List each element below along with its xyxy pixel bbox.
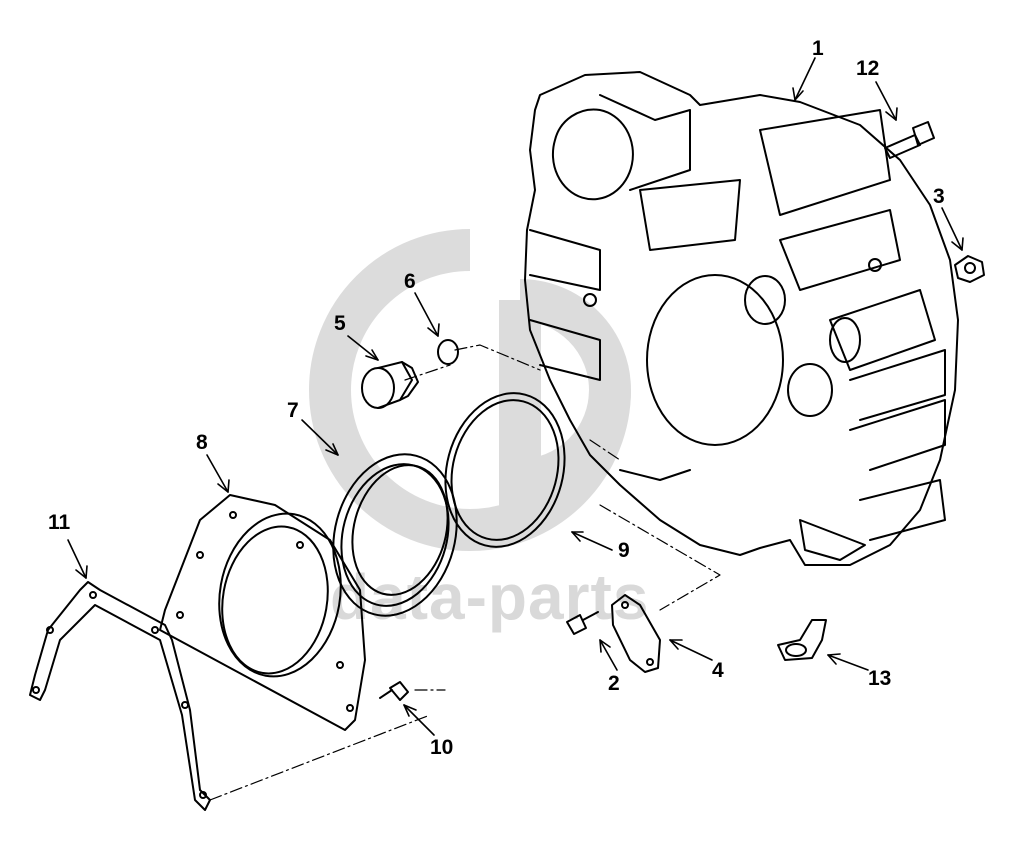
callout-7: 7	[287, 399, 299, 422]
bolt-part-10	[379, 681, 409, 701]
callout-10: 10	[430, 736, 454, 759]
gasket-part-11	[29, 581, 211, 811]
callout-12: 12	[856, 57, 880, 80]
callout-4: 4	[712, 659, 724, 682]
o-ring-part-6	[437, 339, 459, 365]
leader-arrows	[67, 57, 964, 736]
watermark-text: data-parts	[330, 561, 650, 633]
callout-2: 2	[608, 672, 620, 695]
callout-9: 9	[618, 539, 630, 562]
bolt-part-12	[884, 121, 935, 159]
callout-13: 13	[868, 667, 892, 690]
gasket-ring-part-9	[444, 392, 566, 548]
callout-1: 1	[812, 37, 824, 60]
callout-5: 5	[334, 312, 346, 335]
callout-6: 6	[404, 270, 416, 293]
alignment-lines	[209, 344, 721, 801]
callout-8: 8	[196, 431, 208, 454]
callout-11: 11	[48, 511, 71, 534]
seal-retainer-part-8	[159, 494, 366, 731]
plug-part-5	[361, 361, 419, 409]
flywheel-housing-part	[524, 71, 959, 566]
cover-plate-part-4	[611, 594, 661, 673]
callout-3: 3	[933, 185, 945, 208]
bolt-part-2	[566, 611, 599, 635]
nut-part-3	[954, 255, 985, 283]
oil-seal-part-7	[332, 453, 458, 617]
bracket-part-13	[777, 619, 827, 661]
